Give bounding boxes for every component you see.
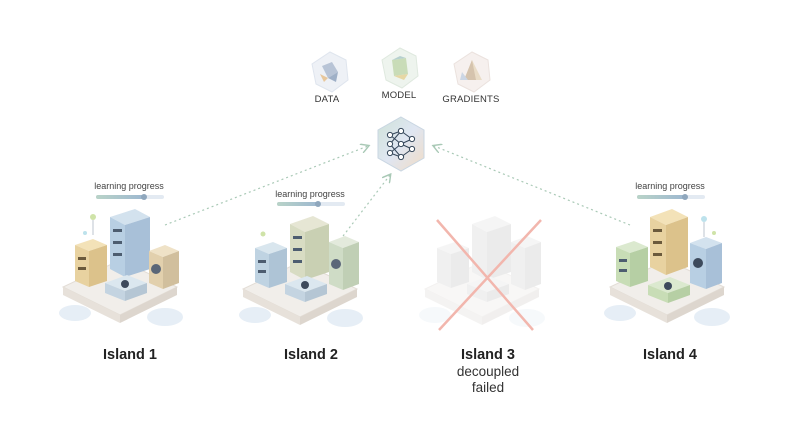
island-2-title: Island 2 <box>284 347 338 363</box>
progress-knob <box>682 194 688 200</box>
island-4-title: Island 4 <box>643 347 697 363</box>
progress-label-1: learning progress <box>94 181 164 191</box>
failed-cross-line-2 <box>438 219 542 331</box>
island-3-status-decoupled: decoupled <box>456 364 520 379</box>
arrow-island-4 <box>434 146 631 226</box>
island-2-graphic <box>239 216 363 327</box>
progress-knob <box>141 194 147 200</box>
island-4-graphic <box>604 209 730 326</box>
failed-cross-line-1 <box>436 219 534 331</box>
progress-label-2: learning progress <box>275 189 345 199</box>
progress-fill-2 <box>277 202 318 206</box>
island-3-title: Island 3 <box>461 347 515 363</box>
island-1-graphic <box>59 209 183 326</box>
arrow-island-2 <box>339 175 390 241</box>
island-1-title: Island 1 <box>103 347 157 363</box>
progress-knob <box>315 201 321 207</box>
progress-fill-1 <box>96 195 144 199</box>
progress-bar-4 <box>637 194 705 200</box>
island-3-graphic <box>419 216 545 331</box>
model-label: MODEL <box>381 90 417 101</box>
data-icon <box>308 50 352 94</box>
progress-label-4: learning progress <box>635 181 705 191</box>
progress-fill-4 <box>637 195 685 199</box>
model-icon <box>378 46 422 90</box>
neural-network-icon <box>372 115 430 173</box>
gradients-icon <box>450 50 494 94</box>
gradients-label: GRADIENTS <box>442 94 500 105</box>
data-label: DATA <box>314 94 340 105</box>
progress-bar-1 <box>96 194 164 200</box>
progress-bar-2 <box>277 201 345 207</box>
arrow-island-1 <box>164 146 368 226</box>
island-3-status-failed: failed <box>471 380 505 395</box>
